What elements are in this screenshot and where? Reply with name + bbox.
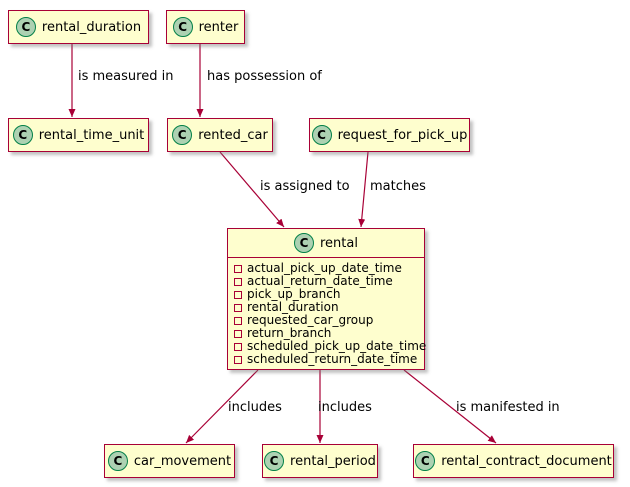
attribute-label: actual_pick_up_date_time — [247, 261, 402, 275]
field-icon — [234, 303, 242, 312]
attribute-row: rental_duration — [234, 301, 418, 314]
edge-label-is-manifested-in: is manifested in — [456, 400, 560, 415]
class-icon-letter: C — [18, 128, 28, 142]
attribute-label: return_branch — [247, 326, 332, 340]
field-icon — [234, 329, 242, 338]
class-rental-contract-document: C rental_contract_document — [413, 444, 614, 478]
field-icon — [234, 277, 242, 286]
field-icon — [234, 316, 242, 325]
class-name: rental_time_unit — [38, 127, 145, 143]
class-rental: C rental actual_pick_up_date_time actual… — [227, 228, 426, 370]
class-icon: C — [415, 451, 436, 471]
class-icon: C — [15, 17, 36, 37]
class-rental-attributes: actual_pick_up_date_time actual_return_d… — [228, 258, 426, 370]
class-name: rental_period — [290, 453, 376, 469]
class-name: rental_duration — [41, 19, 142, 35]
attribute-label: rental_duration — [247, 300, 339, 314]
class-icon-letter: C — [420, 454, 430, 468]
edge-matches — [358, 151, 369, 228]
edge-label-matches: matches — [370, 179, 426, 194]
attribute-row: requested_car_group — [234, 314, 418, 327]
class-icon: C — [172, 125, 193, 145]
attribute-label: requested_car_group — [247, 313, 374, 327]
edge-label-is-measured-in: is measured in — [78, 69, 174, 84]
class-name: car_movement — [133, 453, 232, 469]
attribute-row: return_branch — [234, 327, 418, 340]
class-rental-methods-empty — [228, 370, 424, 376]
class-icon-letter: C — [299, 236, 309, 250]
attribute-row: scheduled_return_date_time — [234, 353, 418, 366]
class-icon: C — [12, 125, 33, 145]
class-icon-letter: C — [317, 128, 326, 142]
class-name: rental — [320, 235, 358, 251]
class-icon: C — [107, 451, 128, 471]
class-icon-letter: C — [177, 128, 187, 142]
class-rental-time-unit: C rental_time_unit — [8, 118, 149, 152]
attribute-label: actual_return_date_time — [247, 274, 393, 288]
class-rented-car: C rented_car — [167, 118, 273, 152]
class-icon-letter: C — [269, 454, 279, 468]
class-icon: C — [294, 233, 314, 253]
class-name: rental_contract_document — [441, 453, 612, 469]
edge-label-includes-2: includes — [318, 400, 372, 415]
class-icon: C — [311, 125, 332, 145]
field-icon — [234, 264, 242, 273]
attribute-row: actual_pick_up_date_time — [234, 262, 418, 275]
class-car-movement: C car_movement — [104, 444, 235, 478]
class-rental-title: C rental — [228, 229, 424, 258]
attribute-label: scheduled_return_date_time — [247, 352, 418, 366]
attribute-label: pick_up_branch — [247, 287, 341, 301]
class-name: request_for_pick_up — [337, 127, 468, 143]
class-icon: C — [172, 17, 193, 37]
field-icon — [234, 342, 242, 351]
attribute-row: scheduled_pick_up_date_time — [234, 340, 426, 353]
class-name: rented_car — [198, 127, 268, 143]
class-rental-period: C rental_period — [262, 444, 378, 478]
class-icon-letter: C — [178, 20, 188, 34]
edge-label-is-assigned-to: is assigned to — [260, 179, 350, 194]
class-name: renter — [198, 19, 239, 35]
edge-label-includes-1: includes — [228, 400, 282, 415]
class-renter: C renter — [166, 10, 245, 44]
class-icon-letter: C — [21, 20, 31, 34]
class-request-for-pick-up: C request_for_pick_up — [309, 118, 470, 152]
attribute-label: scheduled_pick_up_date_time — [247, 339, 427, 353]
field-icon — [234, 290, 242, 299]
class-icon: C — [264, 451, 285, 471]
class-icon-letter: C — [113, 454, 123, 468]
class-rental-duration: C rental_duration — [8, 10, 149, 44]
attribute-row: pick_up_branch — [234, 288, 418, 301]
attribute-row: actual_return_date_time — [234, 275, 418, 288]
field-icon — [234, 355, 242, 364]
edge-label-has-possession-of: has possession of — [207, 69, 322, 84]
